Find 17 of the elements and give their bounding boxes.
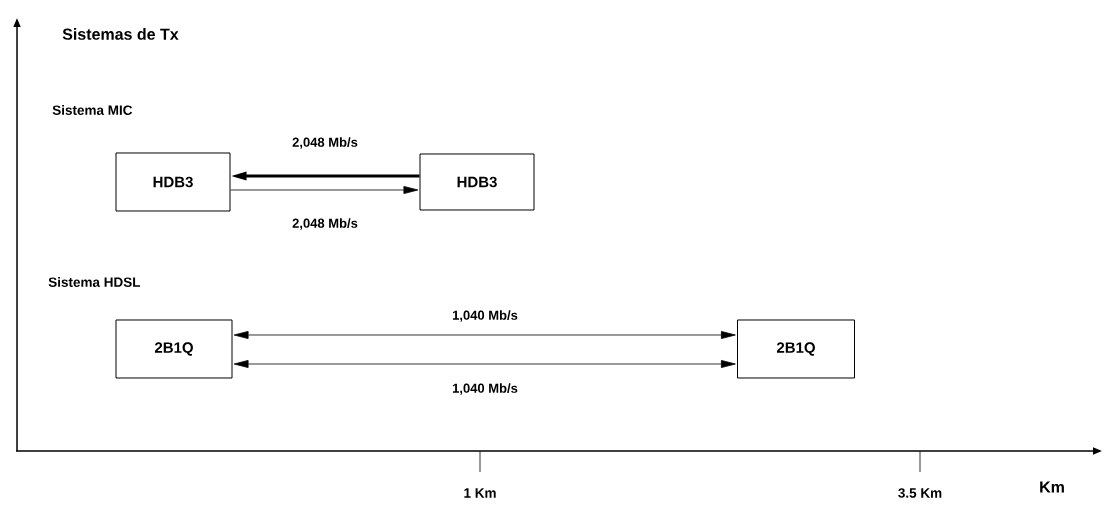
edge-label: 1,040 Mb/s [451, 382, 519, 396]
edge-label: 2,048 Mb/s [291, 136, 359, 150]
edge-label: 1,040 Mb/s [451, 309, 519, 323]
process-box: 2B1Q [737, 319, 855, 379]
tick-label: 3.5 Km [898, 488, 942, 498]
arrow [233, 360, 736, 368]
section-label: Sistema HDSL [48, 277, 141, 287]
process-box: HDB3 [115, 152, 231, 212]
section-label: Sistema MIC [52, 105, 133, 115]
axis-label: Km [1040, 481, 1064, 493]
arrow [233, 331, 736, 339]
tick-label: 1 Km [464, 488, 496, 498]
axis-label: Sistemas de Tx [62, 28, 179, 40]
edge-label: 2,048 Mb/s [291, 217, 359, 231]
process-box: 2B1Q [115, 319, 233, 379]
arrow [230, 186, 419, 194]
process-box: HDB3 [419, 153, 535, 211]
